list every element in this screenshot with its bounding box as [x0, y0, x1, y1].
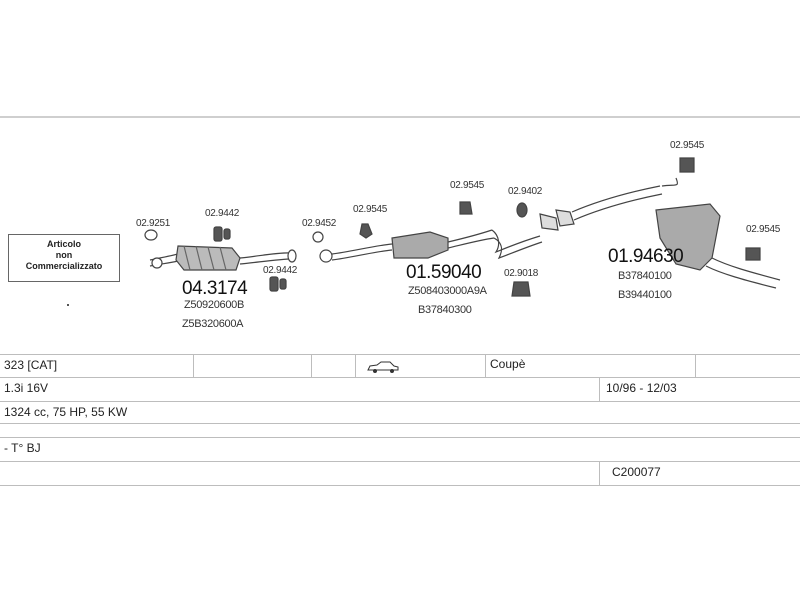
code-z508403: Z508403000A9A: [408, 285, 487, 297]
empty-cell: [696, 355, 800, 377]
marker-dot: [67, 304, 69, 306]
part-02-9402-label: 02.9402: [508, 186, 543, 197]
not-sold-notice: Articolo non Commercializzato: [8, 234, 120, 282]
part-01-59040-number: 01.59040: [406, 262, 482, 283]
part-01-94630-number: 01.94630: [608, 246, 684, 267]
part-02-9442-label-b: 02.9442: [263, 265, 298, 276]
exhaust-diagram: 02.9251 02.9442 02.9442 02.9452 02.9545 …: [0, 118, 800, 354]
exhaust-drawing: [144, 157, 781, 297]
note-cell: - T° BJ: [4, 441, 41, 455]
hanger-02-9018: [511, 281, 531, 297]
years-cell: 10/96 - 12/03: [606, 381, 677, 395]
catalyst-04-3174: [149, 245, 297, 271]
empty-cell: [194, 355, 312, 377]
car-icon: [367, 361, 399, 373]
part-02-9545-label-b: 02.9545: [450, 180, 485, 191]
clamp-02-9442-a: [213, 226, 231, 242]
empty-cell: [0, 462, 600, 485]
table-row-model: 323 [CAT] Coupè: [0, 354, 800, 378]
model-cell: 323 [CAT]: [0, 355, 194, 377]
clamp-02-9442-b: [269, 276, 287, 292]
hanger-02-9545-b: [459, 201, 473, 215]
table-row-ref: C200077: [0, 462, 800, 486]
part-02-9545-label-a: 02.9545: [353, 204, 388, 215]
part-02-9018-label: 02.9018: [504, 268, 539, 279]
body-icon-cell: [356, 355, 486, 377]
code-z50920600b: Z50920600B: [184, 299, 244, 311]
top-border: [0, 116, 800, 118]
table-row-specs: 1324 cc, 75 HP, 55 KW: [0, 402, 800, 424]
table-row-note: - T° BJ: [0, 438, 800, 462]
hanger-02-9545-d: [745, 247, 761, 261]
code-b39440100: B39440100: [618, 289, 672, 301]
code-b37840300: B37840300: [418, 304, 472, 316]
gasket-02-9452: [312, 231, 324, 243]
part-04-3174-number: 04.3174: [182, 278, 248, 299]
silencer-01-59040: [319, 229, 543, 263]
table-row-engine: 1.3i 16V 10/96 - 12/03: [0, 378, 800, 402]
hanger-02-9545-c: [679, 157, 695, 173]
gasket-02-9251: [144, 229, 158, 241]
code-b37840100: B37840100: [618, 270, 672, 282]
notice-line-2: non: [55, 250, 73, 260]
part-02-9545-label-d: 02.9545: [746, 224, 781, 235]
code-z5b320600a: Z5B320600A: [182, 318, 244, 330]
ref-cell: C200077: [612, 465, 661, 479]
empty-cell: [312, 355, 356, 377]
hanger-02-9545-a: [359, 223, 373, 239]
specs-cell: 1324 cc, 75 HP, 55 KW: [4, 405, 128, 419]
notice-line-3: Commercializzato: [25, 261, 103, 271]
empty-cell: [0, 424, 800, 437]
table-row-blank: [0, 424, 800, 438]
part-02-9545-label-c: 02.9545: [670, 140, 705, 151]
part-02-9452-label: 02.9452: [302, 218, 337, 229]
clamp-02-9402: [516, 202, 528, 218]
part-02-9442-label-a: 02.9442: [205, 208, 240, 219]
silencer-01-94630: [539, 177, 781, 289]
notice-line-1: Articolo: [46, 239, 81, 249]
engine-cell: 1.3i 16V: [0, 378, 600, 401]
body-type-cell: Coupè: [486, 355, 696, 377]
part-02-9251-label: 02.9251: [136, 218, 171, 229]
